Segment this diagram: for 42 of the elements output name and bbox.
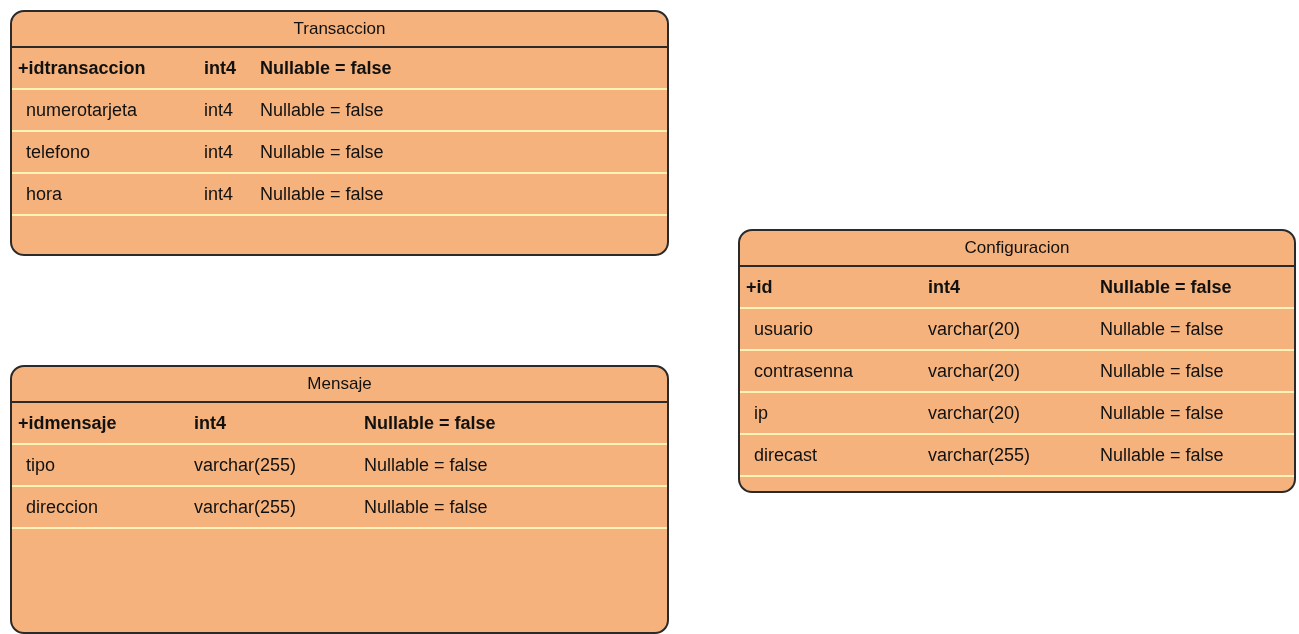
nullable-constraint: Nullable = false <box>1099 360 1225 382</box>
data-type: int4 <box>203 141 235 163</box>
table-box <box>10 365 669 634</box>
data-type: varchar(255) <box>193 454 298 476</box>
nullable-constraint: Nullable = false <box>1099 276 1233 298</box>
data-type: varchar(255) <box>193 496 298 518</box>
column-name: contrasenna <box>753 360 855 382</box>
column-name: telefono <box>25 141 92 163</box>
table-box <box>10 10 669 256</box>
table-title: Mensaje <box>12 367 667 403</box>
data-type: int4 <box>203 183 235 205</box>
nullable-constraint: Nullable = false <box>363 412 497 434</box>
column-name: direcast <box>753 444 819 466</box>
nullable-constraint: Nullable = false <box>363 454 489 476</box>
data-type: varchar(20) <box>927 360 1022 382</box>
column-name: usuario <box>753 318 815 340</box>
data-type: int4 <box>927 276 961 298</box>
column-name: +idtransaccion <box>17 57 147 79</box>
nullable-constraint: Nullable = false <box>259 57 393 79</box>
data-type: varchar(255) <box>927 444 1032 466</box>
column-name: ip <box>753 402 769 424</box>
column-name: direccion <box>25 496 100 518</box>
data-type: varchar(20) <box>927 318 1022 340</box>
nullable-constraint: Nullable = false <box>1099 444 1225 466</box>
data-type: int4 <box>203 57 237 79</box>
data-type: varchar(20) <box>927 402 1022 424</box>
column-name: hora <box>25 183 64 205</box>
nullable-constraint: Nullable = false <box>259 99 385 121</box>
column-name: +idmensaje <box>17 412 118 434</box>
nullable-constraint: Nullable = false <box>259 141 385 163</box>
column-name: numerotarjeta <box>25 99 139 121</box>
table-title: Configuracion <box>740 231 1294 267</box>
table-title: Transaccion <box>12 12 667 48</box>
nullable-constraint: Nullable = false <box>363 496 489 518</box>
nullable-constraint: Nullable = false <box>1099 318 1225 340</box>
nullable-constraint: Nullable = false <box>1099 402 1225 424</box>
column-name: +id <box>745 276 774 298</box>
column-name: tipo <box>25 454 57 476</box>
data-type: int4 <box>193 412 227 434</box>
table-box <box>738 229 1296 493</box>
data-type: int4 <box>203 99 235 121</box>
nullable-constraint: Nullable = false <box>259 183 385 205</box>
